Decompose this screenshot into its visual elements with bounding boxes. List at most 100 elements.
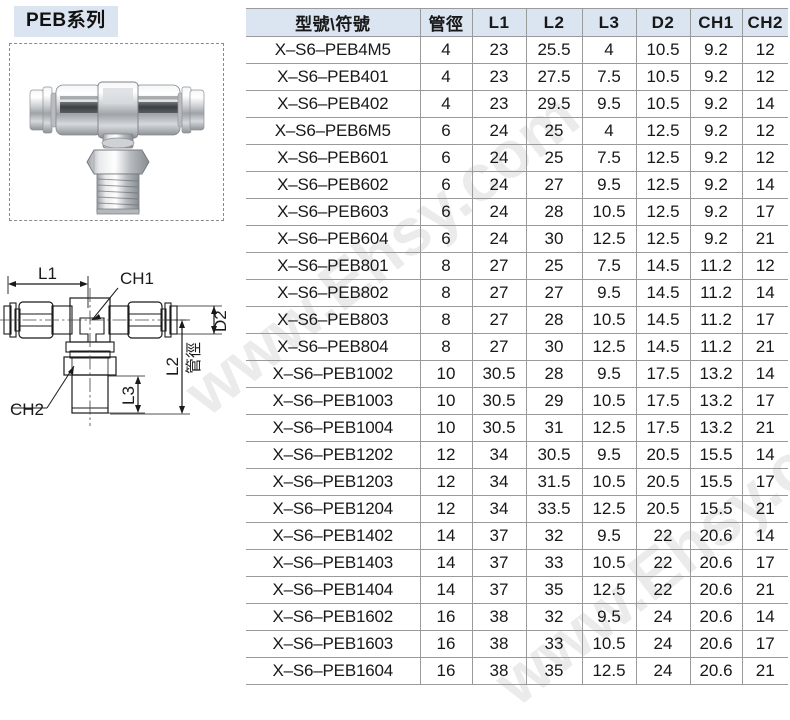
cell-l2: 25 <box>525 117 582 145</box>
cell-d2: 12.5 <box>635 117 690 145</box>
cell-ch2: 14 <box>741 441 788 469</box>
drawing-label-l2: L2 <box>163 357 182 376</box>
cell-model: X–S6–PEB1603 <box>246 630 420 658</box>
cell-ch1: 15.5 <box>689 441 742 469</box>
cell-l2: 30 <box>525 225 582 253</box>
cell-l1: 24 <box>471 225 526 253</box>
cell-ch1: 20.6 <box>689 630 742 658</box>
cell-ch2: 17 <box>741 306 788 334</box>
cell-d2: 22 <box>635 576 690 604</box>
cell-ch2: 21 <box>741 225 788 253</box>
cell-model: X–S6–PEB1402 <box>246 522 420 550</box>
cell-l3: 12.5 <box>581 657 636 685</box>
cell-d2: 24 <box>635 657 690 685</box>
cell-pipe-dia: 6 <box>419 198 472 226</box>
left-panel: PEB系列 <box>0 0 232 663</box>
cell-model: X–S6–PEB401 <box>246 63 420 91</box>
cell-model: X–S6–PEB6M5 <box>246 117 420 145</box>
cell-model: X–S6–PEB1203 <box>246 468 420 496</box>
cell-pipe-dia: 8 <box>419 333 472 361</box>
column-header-ch2: CH2 <box>741 8 788 37</box>
drawing-label-ch2: CH2 <box>10 400 44 419</box>
cell-l1: 24 <box>471 117 526 145</box>
cell-pipe-dia: 4 <box>419 63 472 91</box>
column-header-ch1: CH1 <box>689 8 742 37</box>
cell-ch1: 15.5 <box>689 468 742 496</box>
cell-d2: 17.5 <box>635 414 690 442</box>
cell-l3: 9.5 <box>581 603 636 631</box>
cell-ch2: 14 <box>741 279 788 307</box>
cell-d2: 12.5 <box>635 171 690 199</box>
cell-l1: 34 <box>471 441 526 469</box>
cell-d2: 22 <box>635 549 690 577</box>
cell-model: X–S6–PEB802 <box>246 279 420 307</box>
cell-d2: 20.5 <box>635 468 690 496</box>
cell-model: X–S6–PEB1004 <box>246 414 420 442</box>
cell-l3: 4 <box>581 117 636 145</box>
column-header-d2: D2 <box>635 8 690 37</box>
cell-l1: 27 <box>471 252 526 280</box>
cell-pipe-dia: 14 <box>419 549 472 577</box>
cell-l2: 28 <box>525 306 582 334</box>
cell-l3: 12.5 <box>581 333 636 361</box>
cell-ch2: 12 <box>741 144 788 172</box>
cell-l3: 9.5 <box>581 90 636 118</box>
series-title: PEB系列 <box>14 6 118 37</box>
cell-model: X–S6–PEB1002 <box>246 360 420 388</box>
cell-l2: 28 <box>525 198 582 226</box>
cell-ch1: 20.6 <box>689 657 742 685</box>
cell-model: X–S6–PEB1604 <box>246 657 420 685</box>
cell-l2: 33 <box>525 549 582 577</box>
cell-pipe-dia: 4 <box>419 36 472 64</box>
cell-ch1: 9.2 <box>689 63 742 91</box>
cell-l3: 9.5 <box>581 360 636 388</box>
cell-ch1: 15.5 <box>689 495 742 523</box>
cell-model: X–S6–PEB1404 <box>246 576 420 604</box>
cell-l3: 9.5 <box>581 522 636 550</box>
cell-l2: 35 <box>525 576 582 604</box>
cell-l3: 10.5 <box>581 306 636 334</box>
cell-pipe-dia: 14 <box>419 522 472 550</box>
cell-ch2: 14 <box>741 90 788 118</box>
cell-d2: 12.5 <box>635 225 690 253</box>
drawing-label-l1: L1 <box>38 264 57 283</box>
cell-l1: 23 <box>471 63 526 91</box>
cell-l3: 12.5 <box>581 495 636 523</box>
specification-table-container: 型號\符號 管徑 L1 L2 L3 D2 CH1 CH2 X–S6–PEB4M5… <box>246 8 788 685</box>
cell-l3: 9.5 <box>581 171 636 199</box>
column-header-pipe-dia: 管徑 <box>419 8 472 37</box>
cell-l1: 38 <box>471 657 526 685</box>
cell-ch2: 21 <box>741 657 788 685</box>
cell-ch1: 20.6 <box>689 549 742 577</box>
cell-l3: 9.5 <box>581 441 636 469</box>
cell-ch2: 21 <box>741 414 788 442</box>
cell-ch1: 9.2 <box>689 225 742 253</box>
cell-l1: 34 <box>471 468 526 496</box>
cell-ch1: 13.2 <box>689 387 742 415</box>
peb-tee-fitting-photo <box>29 81 205 215</box>
cell-l2: 31.5 <box>525 468 582 496</box>
cell-l1: 24 <box>471 171 526 199</box>
cell-pipe-dia: 8 <box>419 252 472 280</box>
cell-ch2: 12 <box>741 63 788 91</box>
cell-model: X–S6–PEB803 <box>246 306 420 334</box>
cell-ch1: 9.2 <box>689 171 742 199</box>
cell-l1: 27 <box>471 333 526 361</box>
cell-ch2: 17 <box>741 387 788 415</box>
cell-l3: 12.5 <box>581 414 636 442</box>
cell-ch2: 14 <box>741 522 788 550</box>
cell-model: X–S6–PEB801 <box>246 252 420 280</box>
cell-l2: 31 <box>525 414 582 442</box>
cell-ch2: 17 <box>741 468 788 496</box>
column-header-l3: L3 <box>581 8 636 37</box>
cell-pipe-dia: 6 <box>419 225 472 253</box>
cell-ch2: 21 <box>741 333 788 361</box>
